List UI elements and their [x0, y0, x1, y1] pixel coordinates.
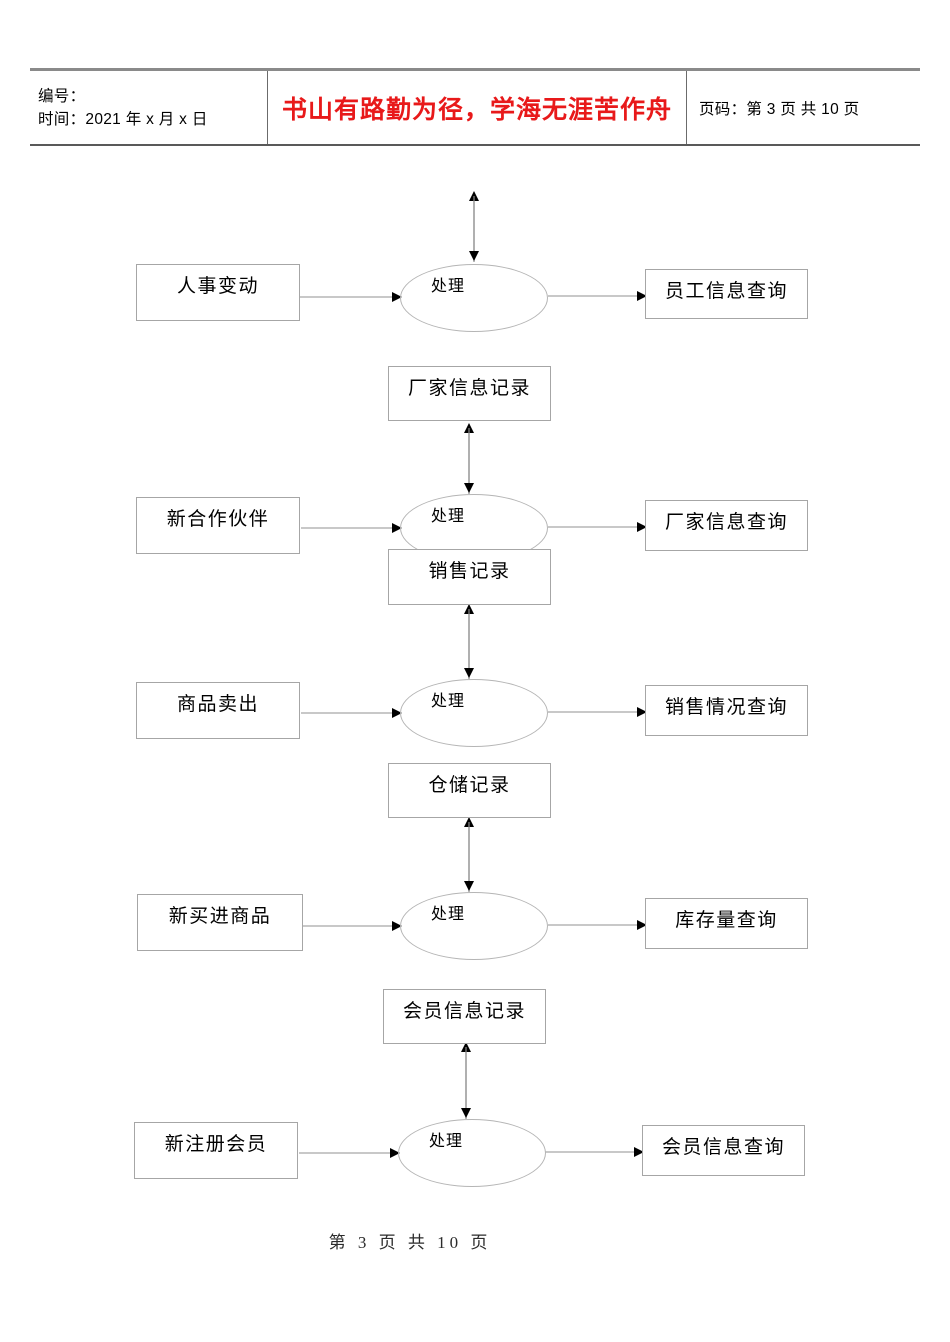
- node-label: 会员信息查询: [661, 1137, 785, 1158]
- node-output-row3[interactable]: 销售情况查询: [645, 685, 808, 736]
- node-source-row2[interactable]: 新合作伙伴: [136, 497, 300, 554]
- page-footer: 第 3 页 共 10 页: [0, 1228, 950, 1253]
- node-label: 新合作伙伴: [166, 509, 270, 530]
- node-process-row5[interactable]: 处理: [398, 1119, 546, 1187]
- node-source-row4[interactable]: 新买进商品: [137, 894, 303, 951]
- node-output-row1[interactable]: 员工信息查询: [645, 269, 808, 319]
- node-label: 库存量查询: [675, 910, 778, 931]
- node-label: 处理: [431, 278, 466, 295]
- node-label: 处理: [429, 1133, 464, 1150]
- header-slogan: 书山有路勤为径，学海无涯苦作舟: [281, 96, 672, 124]
- node-label: 处理: [431, 508, 466, 525]
- node-label: 销售情况查询: [664, 697, 788, 718]
- node-process-row4[interactable]: 处理: [400, 892, 548, 960]
- header-page-info: 页码：第 3 页 共 10 页: [699, 100, 860, 118]
- node-label: 新注册会员: [164, 1134, 268, 1155]
- node-label: 人事变动: [176, 276, 259, 297]
- node-output-row4[interactable]: 库存量查询: [645, 898, 808, 949]
- node-source-row3[interactable]: 商品卖出: [136, 682, 300, 739]
- node-output-row5[interactable]: 会员信息查询: [642, 1125, 805, 1176]
- node-label: 销售记录: [428, 561, 511, 582]
- footer-page-info: 第 3 页 共 10 页: [328, 1233, 492, 1252]
- node-label: 厂家信息记录: [407, 378, 531, 399]
- header-cell-page: 页码：第 3 页 共 10 页: [687, 71, 920, 144]
- header-id-label: 编号：: [38, 87, 86, 105]
- node-label: 商品卖出: [176, 694, 259, 715]
- store-cangchu-jilu[interactable]: 仓储记录: [388, 763, 551, 818]
- node-source-row1[interactable]: 人事变动: [136, 264, 300, 321]
- header-cell-meta: 编号： 时间：2021 年 x 月 x 日: [30, 71, 268, 144]
- node-label: 仓储记录: [428, 775, 511, 796]
- node-label: 员工信息查询: [664, 281, 788, 302]
- store-huiyuan-xinxi-jilu[interactable]: 会员信息记录: [383, 989, 546, 1044]
- node-process-row1[interactable]: 处理: [400, 264, 548, 332]
- node-label: 新买进商品: [168, 906, 272, 927]
- node-output-row2[interactable]: 厂家信息查询: [645, 500, 808, 551]
- node-label: 厂家信息查询: [664, 512, 788, 533]
- node-label: 处理: [431, 693, 466, 710]
- header-cell-slogan: 书山有路勤为径，学海无涯苦作舟: [268, 71, 687, 144]
- store-xiaoshou-jilu-upper[interactable]: 销售记录: [388, 549, 551, 605]
- page-header-table: 编号： 时间：2021 年 x 月 x 日 书山有路勤为径，学海无涯苦作舟 页码…: [30, 68, 920, 146]
- header-date-label: 时间：2021 年 x 月 x 日: [38, 110, 208, 128]
- store-changjia-xinxi-jilu[interactable]: 厂家信息记录: [388, 366, 551, 421]
- node-label: 会员信息记录: [402, 1001, 526, 1022]
- node-source-row5[interactable]: 新注册会员: [134, 1122, 298, 1179]
- node-label: 处理: [431, 906, 466, 923]
- node-process-row3[interactable]: 处理: [400, 679, 548, 747]
